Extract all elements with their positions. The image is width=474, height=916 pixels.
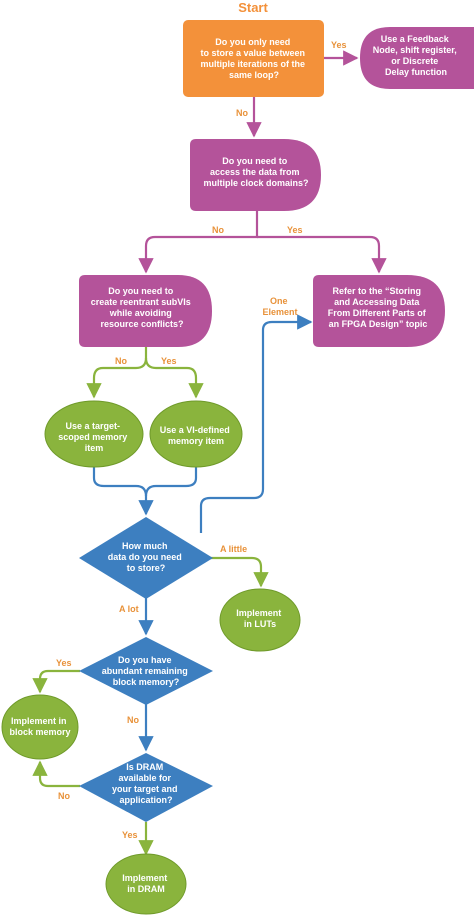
text-line: in DRAM <box>127 884 165 894</box>
text-line: Implement <box>236 608 281 618</box>
edge-reentrant-no <box>86 347 148 399</box>
text-line: multiple iterations of the <box>200 59 305 69</box>
text-line: Refer to the “Storing <box>332 286 421 296</box>
node-clock-domains-question: Do you need to access the data from mult… <box>190 139 321 211</box>
node-implement-dram: Implement in DRAM <box>105 853 187 915</box>
text-line: Do you need to <box>108 286 174 296</box>
edge-vi-defined-merge <box>144 466 198 497</box>
node-text: Implement in LUTs <box>236 608 284 629</box>
text-line: Element <box>262 307 297 317</box>
text-line: create reentrant subVIs <box>91 297 191 307</box>
node-vi-defined-memory: Use a VI-defined memory item <box>149 400 243 468</box>
node-dram-question: Is DRAM available for your target and ap… <box>79 753 213 822</box>
text-line: block memory <box>9 727 70 737</box>
text-line: memory item <box>168 436 224 446</box>
text-line: same loop? <box>229 70 279 80</box>
text-line: access the data from <box>210 167 300 177</box>
text-line: scoped memory <box>58 432 127 442</box>
edges <box>32 50 387 856</box>
text-line: in LUTs <box>244 619 276 629</box>
text-line: or Discrete <box>391 56 438 66</box>
text-line: Use a VI-defined <box>160 425 230 435</box>
text-line: Use a Feedback <box>381 34 450 44</box>
label-store-yes: Yes <box>331 40 347 50</box>
node-text: Do you need to create reentrant subVIs w… <box>91 286 194 329</box>
node-text: Do you only need to store a value betwee… <box>200 37 307 80</box>
text-line: application? <box>119 795 172 805</box>
label-reentrant-yes: Yes <box>161 356 177 366</box>
edge-labels: Yes No No Yes No Yes One Element A littl… <box>56 40 347 840</box>
edge-clock-no <box>138 211 259 274</box>
node-how-much-data-question: How much data do you need to store? <box>79 517 213 599</box>
label-clock-yes: Yes <box>287 225 303 235</box>
text-line: multiple clock domains? <box>203 178 308 188</box>
node-text: Use a VI-defined memory item <box>160 425 233 446</box>
text-line: Implement in <box>11 716 67 726</box>
node-reentrant-question: Do you need to create reentrant subVIs w… <box>79 275 212 347</box>
edge-block-yes <box>32 669 80 694</box>
start-title: Start <box>238 0 268 15</box>
edge-a-little <box>210 556 269 588</box>
node-text: Do you need to access the data from mult… <box>203 156 308 188</box>
label-a-little: A little <box>220 544 247 554</box>
text-line: your target and <box>112 784 178 794</box>
text-line: abundant remaining <box>102 666 188 676</box>
text-line: Implement <box>122 873 167 883</box>
node-text: Implement in block memory <box>9 716 70 737</box>
text-line: Do you only need <box>215 37 290 47</box>
label-reentrant-no: No <box>115 356 127 366</box>
node-text: How much data do you need to store? <box>108 541 185 573</box>
edge-reentrant-yes <box>144 357 204 399</box>
edge-dram-no <box>32 760 80 788</box>
label-dram-no: No <box>58 791 70 801</box>
node-feedback-terminal: Use a Feedback Node, shift register, or … <box>360 27 474 89</box>
text-line: How much <box>122 541 168 551</box>
label-clock-no: No <box>212 225 224 235</box>
node-block-memory-question: Do you have abundant remaining block mem… <box>79 637 213 705</box>
label-store-no: No <box>236 108 248 118</box>
text-line: an FPGA Design” topic <box>329 319 428 329</box>
text-line: to store a value between <box>200 48 305 58</box>
text-line: Delay function <box>385 67 447 77</box>
node-text: Implement in DRAM <box>122 873 170 894</box>
node-text: Use a target- scoped memory item <box>58 421 130 453</box>
edge-clock-yes <box>257 235 387 274</box>
text-line: Do you need to <box>222 156 288 166</box>
text-line: Node, shift register, <box>373 45 457 55</box>
node-implement-luts: Implement in LUTs <box>219 588 301 652</box>
label-a-lot: A lot <box>119 604 139 614</box>
label-dram-yes: Yes <box>122 830 138 840</box>
node-store-loop-question: Do you only need to store a value betwee… <box>183 20 324 97</box>
text-line: resource conflicts? <box>100 319 183 329</box>
text-line: to store? <box>127 563 166 573</box>
text-line: available for <box>118 773 171 783</box>
node-text: Is DRAM available for your target and ap… <box>112 762 180 805</box>
edge-target-scoped-merge <box>92 466 154 516</box>
text-line: From Different Parts of <box>328 308 427 318</box>
node-implement-block-memory: Implement in block memory <box>1 694 79 760</box>
node-text: Refer to the “Storing and Accessing Data… <box>328 286 429 329</box>
node-text: Do you have abundant remaining block mem… <box>102 655 191 687</box>
edge-one-element <box>199 314 313 533</box>
text-line: Use a target- <box>65 421 120 431</box>
text-line: data do you need <box>108 552 182 562</box>
node-text: Use a Feedback Node, shift register, or … <box>373 34 460 77</box>
text-line: block memory? <box>113 677 180 687</box>
text-line: One <box>270 296 288 306</box>
label-block-yes: Yes <box>56 658 72 668</box>
text-line: Is DRAM <box>126 762 163 772</box>
text-line: item <box>85 443 104 453</box>
text-line: Do you have <box>118 655 172 665</box>
label-block-no: No <box>127 715 139 725</box>
text-line: while avoiding <box>109 308 172 318</box>
node-refer-topic: Refer to the “Storing and Accessing Data… <box>313 275 445 347</box>
node-target-scoped-memory: Use a target- scoped memory item <box>44 400 144 468</box>
text-line: and Accessing Data <box>334 297 420 307</box>
label-one-element: One Element <box>262 296 297 317</box>
